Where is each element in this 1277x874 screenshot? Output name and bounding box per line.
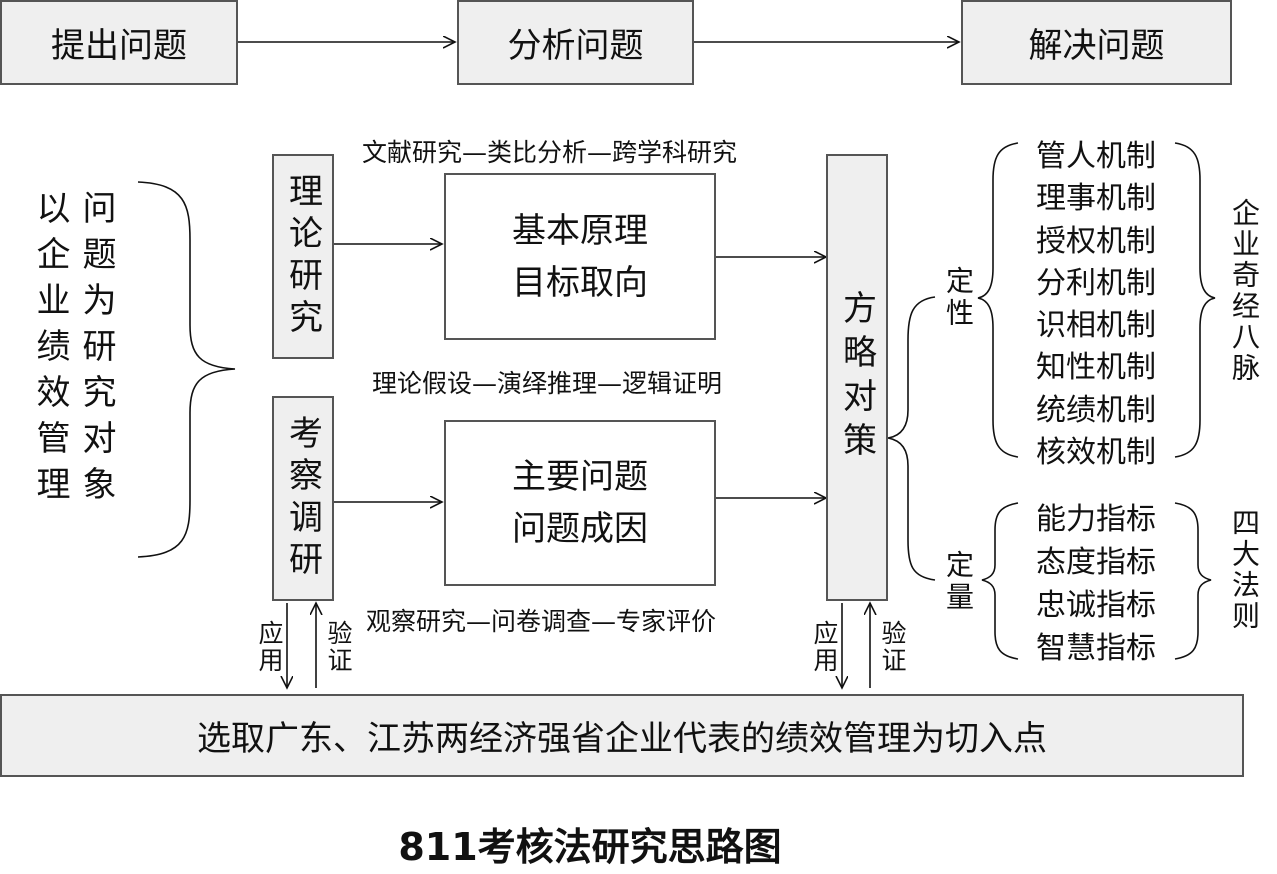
theory-research-label: 理论研究 xyxy=(282,172,323,341)
qualitative-right-brace xyxy=(1174,142,1216,458)
left-vertical-col2: 问题为研究对象 xyxy=(76,190,116,512)
qualitative-item: 知性机制 xyxy=(1036,350,1156,386)
quantitative-group-label: 四大法则 xyxy=(1228,508,1261,632)
qualitative-item: 分利机制 xyxy=(1036,265,1156,301)
diagram-caption: 811考核法研究思路图 xyxy=(398,825,782,869)
qualitative-item: 管人机制 xyxy=(1036,139,1156,174)
theory-research-box: 理论研究 xyxy=(272,154,334,359)
quantitative-item: 态度指标 xyxy=(1036,545,1156,580)
quantitative-label: 定量 xyxy=(942,550,975,614)
quantitative-item: 智慧指标 xyxy=(1036,631,1156,666)
bottom-bar-text: 选取广东、江苏两经济强省企业代表的绩效管理为切入点 xyxy=(197,719,1047,759)
problem-box: 主要问题 问题成因 xyxy=(444,420,716,586)
problem-line1: 主要问题 xyxy=(512,457,648,497)
apply-label-right: 应用 xyxy=(810,620,839,674)
qualitative-item: 理事机制 xyxy=(1036,181,1156,217)
left-vertical-col1: 以企业绩效管理 xyxy=(30,190,70,512)
qualitative-item: 统绩机制 xyxy=(1036,392,1156,428)
qualitative-left-brace xyxy=(977,142,1019,458)
quantitative-right-brace xyxy=(1174,502,1212,660)
quantitative-item: 能力指标 xyxy=(1036,502,1156,537)
strategy-split-brace xyxy=(887,296,936,581)
middle-methods-text: 理论假设—演绎推理—逻辑证明 xyxy=(372,369,723,398)
qualitative-items-list: 管人机制 理事机制 授权机制 分利机制 识相机制 知性机制 统绩机制 核效机制 xyxy=(1022,136,1170,474)
qualitative-item: 识相机制 xyxy=(1036,308,1156,344)
survey-research-label: 考察调研 xyxy=(282,414,323,583)
step-raise-problem: 提出问题 xyxy=(0,0,238,85)
qualitative-item: 授权机制 xyxy=(1036,223,1156,259)
step-raise-problem-label: 提出问题 xyxy=(51,26,187,66)
left-brace xyxy=(137,181,236,558)
step-solve-problem: 解决问题 xyxy=(961,0,1232,85)
qualitative-item: 核效机制 xyxy=(1036,435,1156,471)
bottom-bar: 选取广东、江苏两经济强省企业代表的绩效管理为切入点 xyxy=(0,694,1244,777)
principle-line1: 基本原理 xyxy=(512,210,648,251)
step-analyze-problem-label: 分析问题 xyxy=(507,26,644,66)
verify-label-right: 验证 xyxy=(878,620,907,674)
qualitative-label: 定性 xyxy=(942,266,975,330)
verify-label-left: 验证 xyxy=(324,620,353,674)
principle-box: 基本原理 目标取向 xyxy=(444,173,716,340)
strategy-label: 方略对策 xyxy=(836,289,877,466)
problem-line2: 问题成因 xyxy=(512,509,648,549)
principle-line2: 目标取向 xyxy=(512,262,648,303)
theory-methods-text: 文献研究—类比分析—跨学科研究 xyxy=(362,138,738,167)
apply-label-left: 应用 xyxy=(255,620,284,674)
survey-methods-text: 观察研究—问卷调查—专家评价 xyxy=(366,607,717,636)
qualitative-group-label: 企业奇经八脉 xyxy=(1228,198,1261,384)
survey-research-box: 考察调研 xyxy=(272,396,334,601)
step-solve-problem-label: 解决问题 xyxy=(1028,26,1165,66)
strategy-box: 方略对策 xyxy=(826,154,888,601)
quantitative-items-list: 能力指标 态度指标 忠诚指标 智慧指标 xyxy=(1022,498,1170,670)
quantitative-item: 忠诚指标 xyxy=(1036,588,1156,623)
step-analyze-problem: 分析问题 xyxy=(457,0,694,85)
quantitative-left-brace xyxy=(981,502,1019,660)
